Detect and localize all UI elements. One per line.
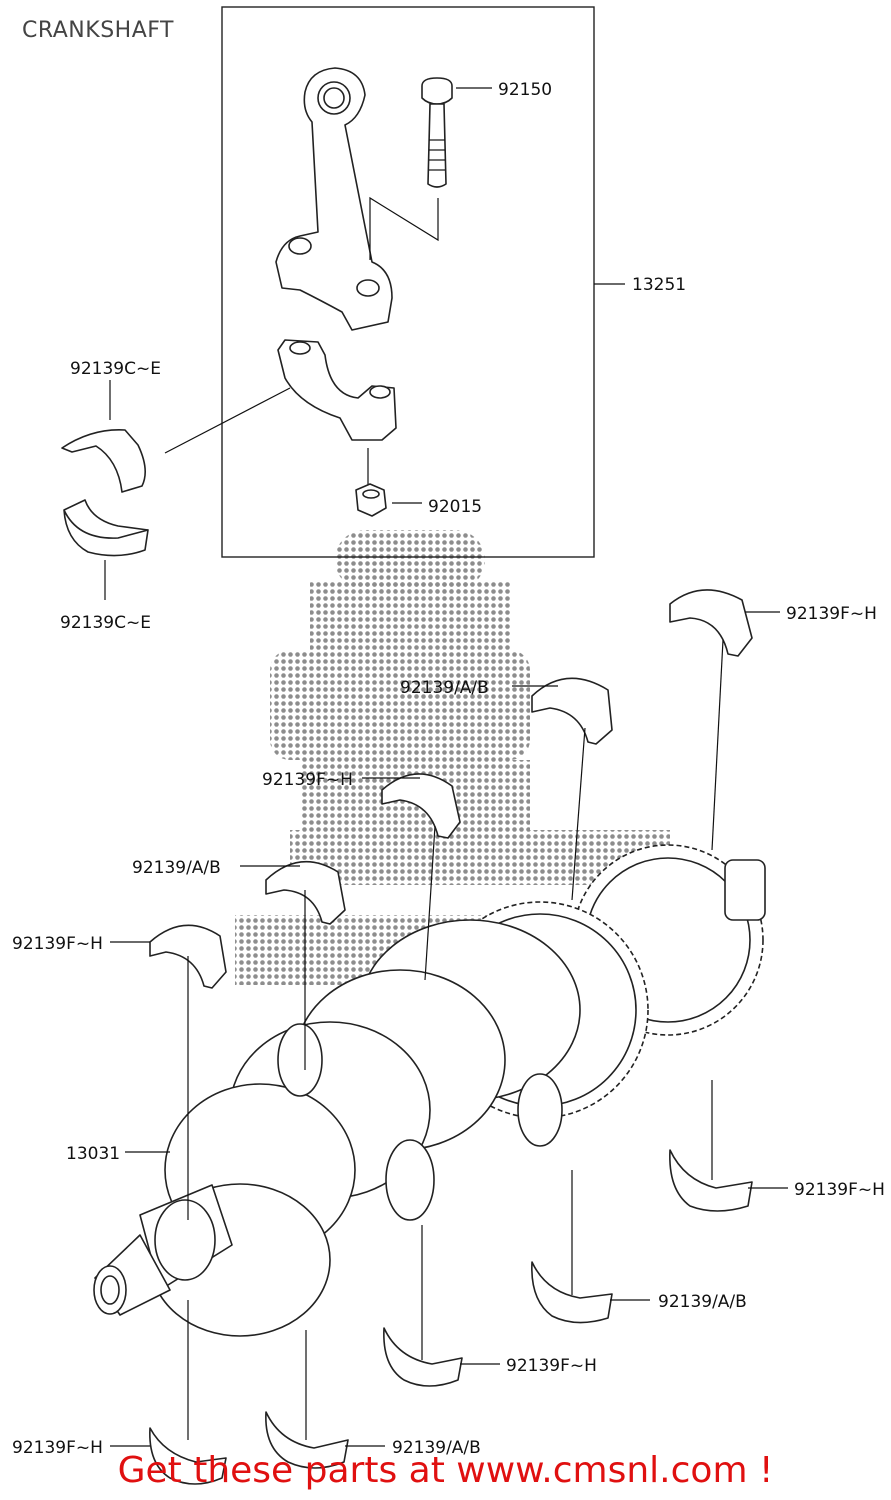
- label-92139f-h-lower-center: 92139F~H: [506, 1356, 597, 1376]
- label-92139c-e-upper: 92139C~E: [70, 359, 161, 379]
- label-92150: 92150: [498, 80, 552, 100]
- diagram-title: CRANKSHAFT: [22, 18, 174, 43]
- conrod-assembly-box: [221, 6, 595, 558]
- label-13031: 13031: [66, 1144, 120, 1164]
- label-92139ab-top: 92139/A/B: [400, 678, 489, 698]
- label-92139f-h-top-right: 92139F~H: [786, 604, 877, 624]
- label-92139c-e-lower: 92139C~E: [60, 613, 151, 633]
- label-92139f-h-mid: 92139F~H: [262, 770, 353, 790]
- label-92139ab-mid: 92139/A/B: [132, 858, 221, 878]
- label-92139ab-lower-left: 92139/A/B: [392, 1438, 481, 1458]
- label-92139f-h-lower-right: 92139F~H: [794, 1180, 885, 1200]
- leader-lines: [110, 87, 788, 1447]
- label-92015: 92015: [428, 497, 482, 517]
- conrod-cap: [277, 339, 397, 441]
- bolt-leader-line: [369, 196, 439, 260]
- connecting-rod: [275, 67, 393, 331]
- conrod-bearing-lower: [63, 499, 149, 557]
- crankshaft: [93, 844, 766, 1337]
- label-92139ab-lower-right: 92139/A/B: [658, 1292, 747, 1312]
- conrod-bolt: [421, 77, 453, 188]
- conrod-bearing-upper: [61, 429, 146, 493]
- promo-link-text[interactable]: Get these parts at www.cmsnl.com !: [117, 1450, 774, 1491]
- label-13251: 13251: [632, 275, 686, 295]
- label-92139f-h-left: 92139F~H: [12, 934, 103, 954]
- conrod-nut: [355, 483, 387, 517]
- label-92139f-h-lower-left: 92139F~H: [12, 1438, 103, 1458]
